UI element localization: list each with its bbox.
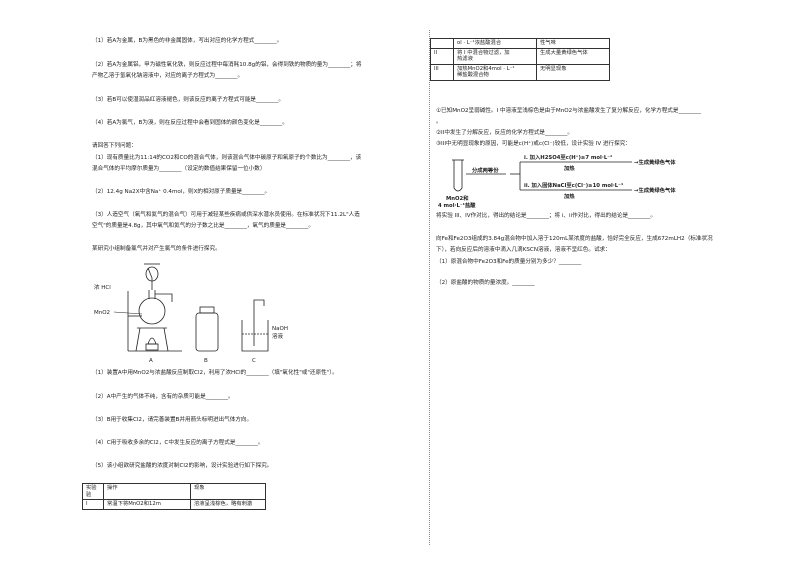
right-item-1-line-1: ①已知MnO2呈弱碱性。I 中溶液呈浅棕色是由于MnO2与浓盐酸发生了复分解反应… xyxy=(436,108,701,114)
label-c: C xyxy=(252,358,256,364)
part-1: （1）装置A中用MnO2与浓盐酸反应制取Cl2，利用了浓HCl的________… xyxy=(92,370,338,376)
burner-flame xyxy=(147,337,157,345)
step-1: i. 加入H2SO4至c(H⁺)≥7 mol·L⁻¹ xyxy=(524,153,613,161)
table-row: II 将 I 中混合物过滤，加热滤液 生成大量黄绿色气体 xyxy=(430,47,610,65)
label-mno2: MnO2 xyxy=(94,310,110,316)
question-2-line-2: 产物乙溶于氢氧化钠溶液中，对应的离子方程式为________。 xyxy=(92,73,244,79)
part-4: （4）C用于吸收多余的Cl2，C中发生反应的离子方程式是________。 xyxy=(92,440,264,446)
table-cell: 无明显现象 xyxy=(536,63,610,81)
table-cell: I xyxy=(82,499,104,510)
sub-question-1-line-2: 混合气体的平均摩尔质量为________（设定的数值结果保留一位小数） xyxy=(92,166,266,172)
question-2-line-1: （2）若A为金属铝，甲为磁性氧化铁，则反应过程中每消耗10.8g的铝，会得到铁的… xyxy=(92,62,362,68)
label-conc-hcl: 浓 HCl xyxy=(94,283,111,291)
table-cell: II xyxy=(430,47,454,65)
table-cell: 性气味 xyxy=(536,38,610,49)
split-label: 分成两等份 xyxy=(472,166,499,174)
right-item-4: 将实验 III、IV作对比，得出的结论是________；将 i、ii作对比，得… xyxy=(436,213,657,219)
apparatus-figure: 浓 HCl MnO2 A B C NaOH 溶液 xyxy=(94,263,288,364)
sub-question-2: （2）12.4g Na2X中含Na⁺ 0.4mol，则X的相对原子质量是____… xyxy=(92,189,271,195)
table-cell: 常温下将MnO2和12m xyxy=(103,499,191,510)
header-cell: 实验验 xyxy=(82,483,104,500)
heat-2: 加热 xyxy=(563,192,575,200)
table-header-row: 实验验 操作 现象 xyxy=(82,483,266,500)
table-cell: ol · L⁻¹浓盐酸混合 xyxy=(453,38,537,49)
header-cell: 现象 xyxy=(190,483,266,500)
gas-tube xyxy=(253,299,265,346)
test-tube xyxy=(453,160,463,192)
table-cell: 将 I 中混合物过滤，加热滤液 xyxy=(453,47,537,65)
table-row: I 常温下将MnO2和12m 溶液呈浅棕色，略有刺激 xyxy=(82,499,266,510)
label-naoh: NaOH xyxy=(272,326,288,332)
right-item-5-line-2: 下），若向反应后的溶液中滴入几滴KSCN溶液，溶液不呈红色。试求： xyxy=(436,247,611,253)
experiment-table-left: 实验验 操作 现象 I 常温下将MnO2和12m 溶液呈浅棕色，略有刺激 xyxy=(82,483,266,510)
dropping-funnel xyxy=(147,267,153,290)
sub-question-1-line-1: （1）现有质量比为11:14的CO2和CO的混合气体，则该混合气体中碳原子和氧原… xyxy=(92,155,362,161)
question-1: （1）若A为金属，B为黑色的非金属固体，写出对应的化学方程式________。 xyxy=(92,38,283,44)
label-solution: 溶液 xyxy=(272,332,284,340)
part-3: （3）B用于收集Cl2，请完善装置B并用箭头标明进出气体方向。 xyxy=(92,417,253,423)
part-2: （2）A中产生的气体不纯，含有的杂质可能是________。 xyxy=(92,394,234,400)
heat-1: 加热 xyxy=(563,164,575,172)
question-4: （4）若A为氯气，B为溴，则在反应过程中会看到固体的颜色变化是________。 xyxy=(92,120,288,126)
right-item-3: ③III中无明显现象的原因，可能是c(H⁺)或c(Cl⁻)较低，设计实验 IV … xyxy=(436,141,631,147)
section-intro: 请回答下列问题： xyxy=(92,143,137,149)
reagent-line-1: MnO2和 xyxy=(446,194,469,202)
table-cell: III xyxy=(430,63,454,81)
round-flask xyxy=(138,297,166,325)
part-5: （5）该小组欲研究盐酸的浓度对制Cl2的影响，设计实验进行如下探究。 xyxy=(92,463,273,469)
question-3: （3）若B可以使湿润品红溶液褪色，则该反应的离子方程式可能是________。 xyxy=(92,97,284,103)
step-2: ii. 加入固体NaCl至c(Cl⁻)≥10 mol·L⁻¹ xyxy=(524,181,624,189)
label-b: B xyxy=(204,358,208,364)
right-item-1-line-2: 。 xyxy=(436,119,442,125)
collection-bottle xyxy=(195,312,219,352)
table-row: ol · L⁻¹浓盐酸混合 性气味 xyxy=(430,38,610,49)
sub-question-3-line-1: （3）人造空气（氧气和氦气的混合气）可用于减轻某些疾病或供深水潜水员使用。在标准… xyxy=(92,212,360,218)
table-cell: 生成大量黄绿色气体 xyxy=(536,47,610,65)
result-2: →生成黄绿色气体 xyxy=(634,186,676,194)
header-cell: 操作 xyxy=(103,483,191,500)
right-item-6: （1）原混合物中Fe2O3和Fe的质量分别为多少？________ xyxy=(436,259,582,265)
table-cell xyxy=(430,38,454,49)
reagent-line-2: 4 mol·L⁻¹盐酸 xyxy=(438,201,476,209)
right-item-7: （2）原盐酸的物质的量浓度。________ xyxy=(436,280,535,286)
table-cell: 溶液呈浅棕色，略有刺激 xyxy=(190,499,266,510)
column-divider xyxy=(429,30,430,545)
experiment-table-right: ol · L⁻¹浓盐酸混合 性气味 II 将 I 中混合物过滤，加热滤液 生成大… xyxy=(430,38,610,81)
right-item-5-line-1: 向Fe和Fe2O3组成的3.84g混合物中加入溶于120mL某浓度的盐酸，恰好完… xyxy=(436,236,713,242)
reaction-scheme: 分成两等份 i. 加入H2SO4至c(H⁺)≥7 mol·L⁻¹ 加热 →生成黄… xyxy=(438,153,676,209)
sub-question-3-line-2: 空气"的质量是4.8g，其中氧气和氦气的分子数之比是________，氧气的质量… xyxy=(92,223,314,229)
lab-intro: 某研究小组制备氯气并对产生氯气的条件进行探究。 xyxy=(92,246,221,252)
beaker xyxy=(241,320,269,352)
result-1: →生成黄绿色气体 xyxy=(634,158,676,166)
label-a: A xyxy=(149,358,153,364)
right-item-2: ②II中发生了分解反应，反应的化学方程式是________。 xyxy=(436,130,573,136)
